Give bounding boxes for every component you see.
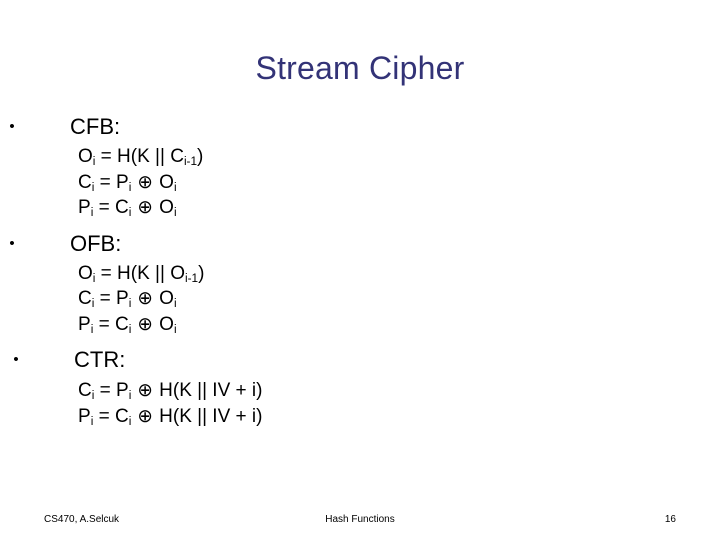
formula-block: Ci = Pi ⊕ H(K || IV + i)Pi = Ci ⊕ H(K ||…	[0, 378, 720, 429]
xor-icon: ⊕	[132, 196, 153, 217]
bullet-item: • CTR:	[0, 345, 720, 375]
xor-icon: ⊕	[132, 312, 153, 334]
formula-line: Oi = H(K || Oi-1)	[78, 262, 205, 285]
bullet-label: CTR:	[74, 347, 126, 372]
xor-icon: ⊕	[132, 404, 153, 426]
formula-line: Pi = Ci ⊕ Oi	[78, 196, 177, 220]
bullet-label: CFB:	[70, 114, 121, 139]
formula-line: Oi = H(K || Ci-1)	[78, 146, 204, 169]
bullet-section-ctr: • CTR: Ci = Pi ⊕ H(K || IV + i)Pi = Ci ⊕ H…	[0, 345, 720, 429]
formula-line: Ci = Pi ⊕ Oi	[78, 170, 177, 194]
formula-line: Ci = Pi ⊕ H(K || IV + i)	[78, 379, 263, 403]
footer-topic: Hash Functions	[325, 514, 395, 525]
xor-icon: ⊕	[132, 379, 153, 400]
bullet-label: OFB:	[70, 230, 122, 256]
bullet-item: • CFB:	[0, 112, 720, 142]
formula-line: Ci = Pi ⊕ Oi	[78, 287, 177, 311]
footer-course-author: CS470, A.Selcuk	[44, 514, 120, 525]
xor-icon: ⊕	[132, 287, 153, 308]
footer-page-number: 16	[664, 514, 676, 525]
bullet-dot-icon: •	[9, 234, 15, 252]
bullet-dot-icon: •	[13, 351, 19, 368]
bullet-dot-icon: •	[9, 118, 15, 135]
slide-footer: CS470, A.Selcuk Hash Functions 16	[0, 512, 720, 528]
xor-icon: ⊕	[132, 170, 153, 192]
formula-line: Pi = Ci ⊕ H(K || IV + i)	[78, 404, 263, 428]
page-title: Stream Cipher	[255, 50, 465, 86]
formula-line: Pi = Ci ⊕ Oi	[78, 312, 177, 336]
bullet-item: • OFB:	[0, 229, 720, 259]
